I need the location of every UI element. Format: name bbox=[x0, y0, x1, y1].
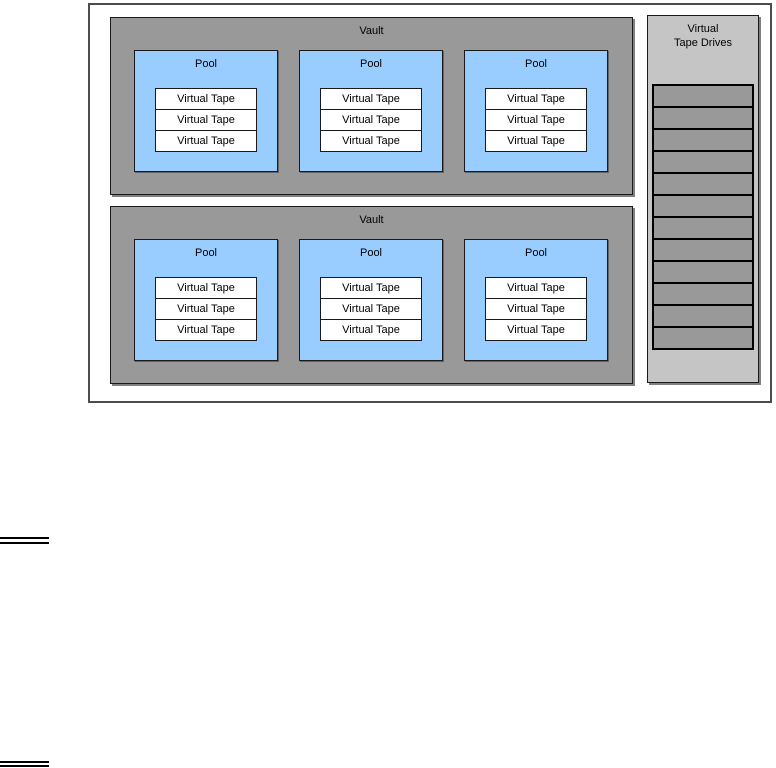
virtual-tape-box: Virtual Tape bbox=[320, 88, 422, 110]
virtual-tape-stack: Virtual Tape Virtual Tape Virtual Tape bbox=[485, 88, 587, 152]
virtual-tape-stack: Virtual Tape Virtual Tape Virtual Tape bbox=[485, 277, 587, 341]
pool-box: Pool Virtual Tape Virtual Tape Virtual T… bbox=[299, 50, 443, 172]
virtual-tape-box: Virtual Tape bbox=[155, 298, 257, 320]
double-rule-top bbox=[0, 537, 49, 544]
tape-drive-slots bbox=[652, 84, 754, 350]
pool-box: Pool Virtual Tape Virtual Tape Virtual T… bbox=[134, 239, 278, 361]
virtual-tape-box: Virtual Tape bbox=[485, 277, 587, 299]
virtual-tape-box: Virtual Tape bbox=[320, 109, 422, 131]
virtual-tape-box: Virtual Tape bbox=[485, 88, 587, 110]
virtual-tape-drives-box: Virtual Tape Drives bbox=[647, 15, 759, 383]
virtual-tape-box: Virtual Tape bbox=[155, 319, 257, 341]
virtual-tape-box: Virtual Tape bbox=[320, 130, 422, 152]
vault-box-2: Vault Pool Virtual Tape Virtual Tape Vir… bbox=[110, 206, 633, 384]
tape-drive-slot bbox=[654, 284, 752, 304]
virtual-tape-stack: Virtual Tape Virtual Tape Virtual Tape bbox=[320, 277, 422, 341]
pool-label: Pool bbox=[524, 58, 548, 70]
tape-drive-slot bbox=[654, 262, 752, 282]
double-rule-bottom bbox=[0, 761, 49, 767]
tape-drive-slot bbox=[654, 174, 752, 194]
virtual-tape-stack: Virtual Tape Virtual Tape Virtual Tape bbox=[155, 88, 257, 152]
virtual-tape-box: Virtual Tape bbox=[485, 298, 587, 320]
virtual-tape-drives-label-line2: Tape Drives bbox=[673, 37, 733, 49]
tape-drive-slot bbox=[654, 86, 752, 106]
pool-box: Pool Virtual Tape Virtual Tape Virtual T… bbox=[464, 50, 608, 172]
pool-label: Pool bbox=[359, 247, 383, 259]
pool-label: Pool bbox=[524, 247, 548, 259]
virtual-tape-drives-label: Virtual Tape Drives bbox=[648, 22, 758, 50]
diagram-canvas: Vault Pool Virtual Tape Virtual Tape Vir… bbox=[90, 5, 770, 401]
virtual-tape-box: Virtual Tape bbox=[320, 277, 422, 299]
tape-drive-slot bbox=[654, 196, 752, 216]
virtual-tape-box: Virtual Tape bbox=[155, 130, 257, 152]
pool-box: Pool Virtual Tape Virtual Tape Virtual T… bbox=[299, 239, 443, 361]
virtual-tape-drives-label-line1: Virtual bbox=[687, 23, 719, 35]
virtual-tape-box: Virtual Tape bbox=[485, 319, 587, 341]
tape-drive-slot bbox=[654, 328, 752, 348]
tape-drive-slot bbox=[654, 218, 752, 238]
diagram-outer-box: Vault Pool Virtual Tape Virtual Tape Vir… bbox=[88, 3, 772, 403]
virtual-tape-box: Virtual Tape bbox=[155, 109, 257, 131]
pool-label: Pool bbox=[194, 247, 218, 259]
tape-drive-slot bbox=[654, 152, 752, 172]
virtual-tape-stack: Virtual Tape Virtual Tape Virtual Tape bbox=[155, 277, 257, 341]
pool-box: Pool Virtual Tape Virtual Tape Virtual T… bbox=[464, 239, 608, 361]
vault-label: Vault bbox=[359, 25, 384, 37]
tape-drive-slot bbox=[654, 130, 752, 150]
tape-drive-slot bbox=[654, 240, 752, 260]
virtual-tape-box: Virtual Tape bbox=[485, 109, 587, 131]
tape-drive-slot bbox=[654, 306, 752, 326]
virtual-tape-box: Virtual Tape bbox=[320, 298, 422, 320]
pool-label: Pool bbox=[359, 58, 383, 70]
virtual-tape-box: Virtual Tape bbox=[155, 277, 257, 299]
pool-label: Pool bbox=[194, 58, 218, 70]
virtual-tape-stack: Virtual Tape Virtual Tape Virtual Tape bbox=[320, 88, 422, 152]
virtual-tape-box: Virtual Tape bbox=[485, 130, 587, 152]
virtual-tape-box: Virtual Tape bbox=[320, 319, 422, 341]
pool-box: Pool Virtual Tape Virtual Tape Virtual T… bbox=[134, 50, 278, 172]
vault-label: Vault bbox=[359, 214, 384, 226]
vault-box-1: Vault Pool Virtual Tape Virtual Tape Vir… bbox=[110, 17, 633, 195]
virtual-tape-box: Virtual Tape bbox=[155, 88, 257, 110]
tape-drive-slot bbox=[654, 108, 752, 128]
